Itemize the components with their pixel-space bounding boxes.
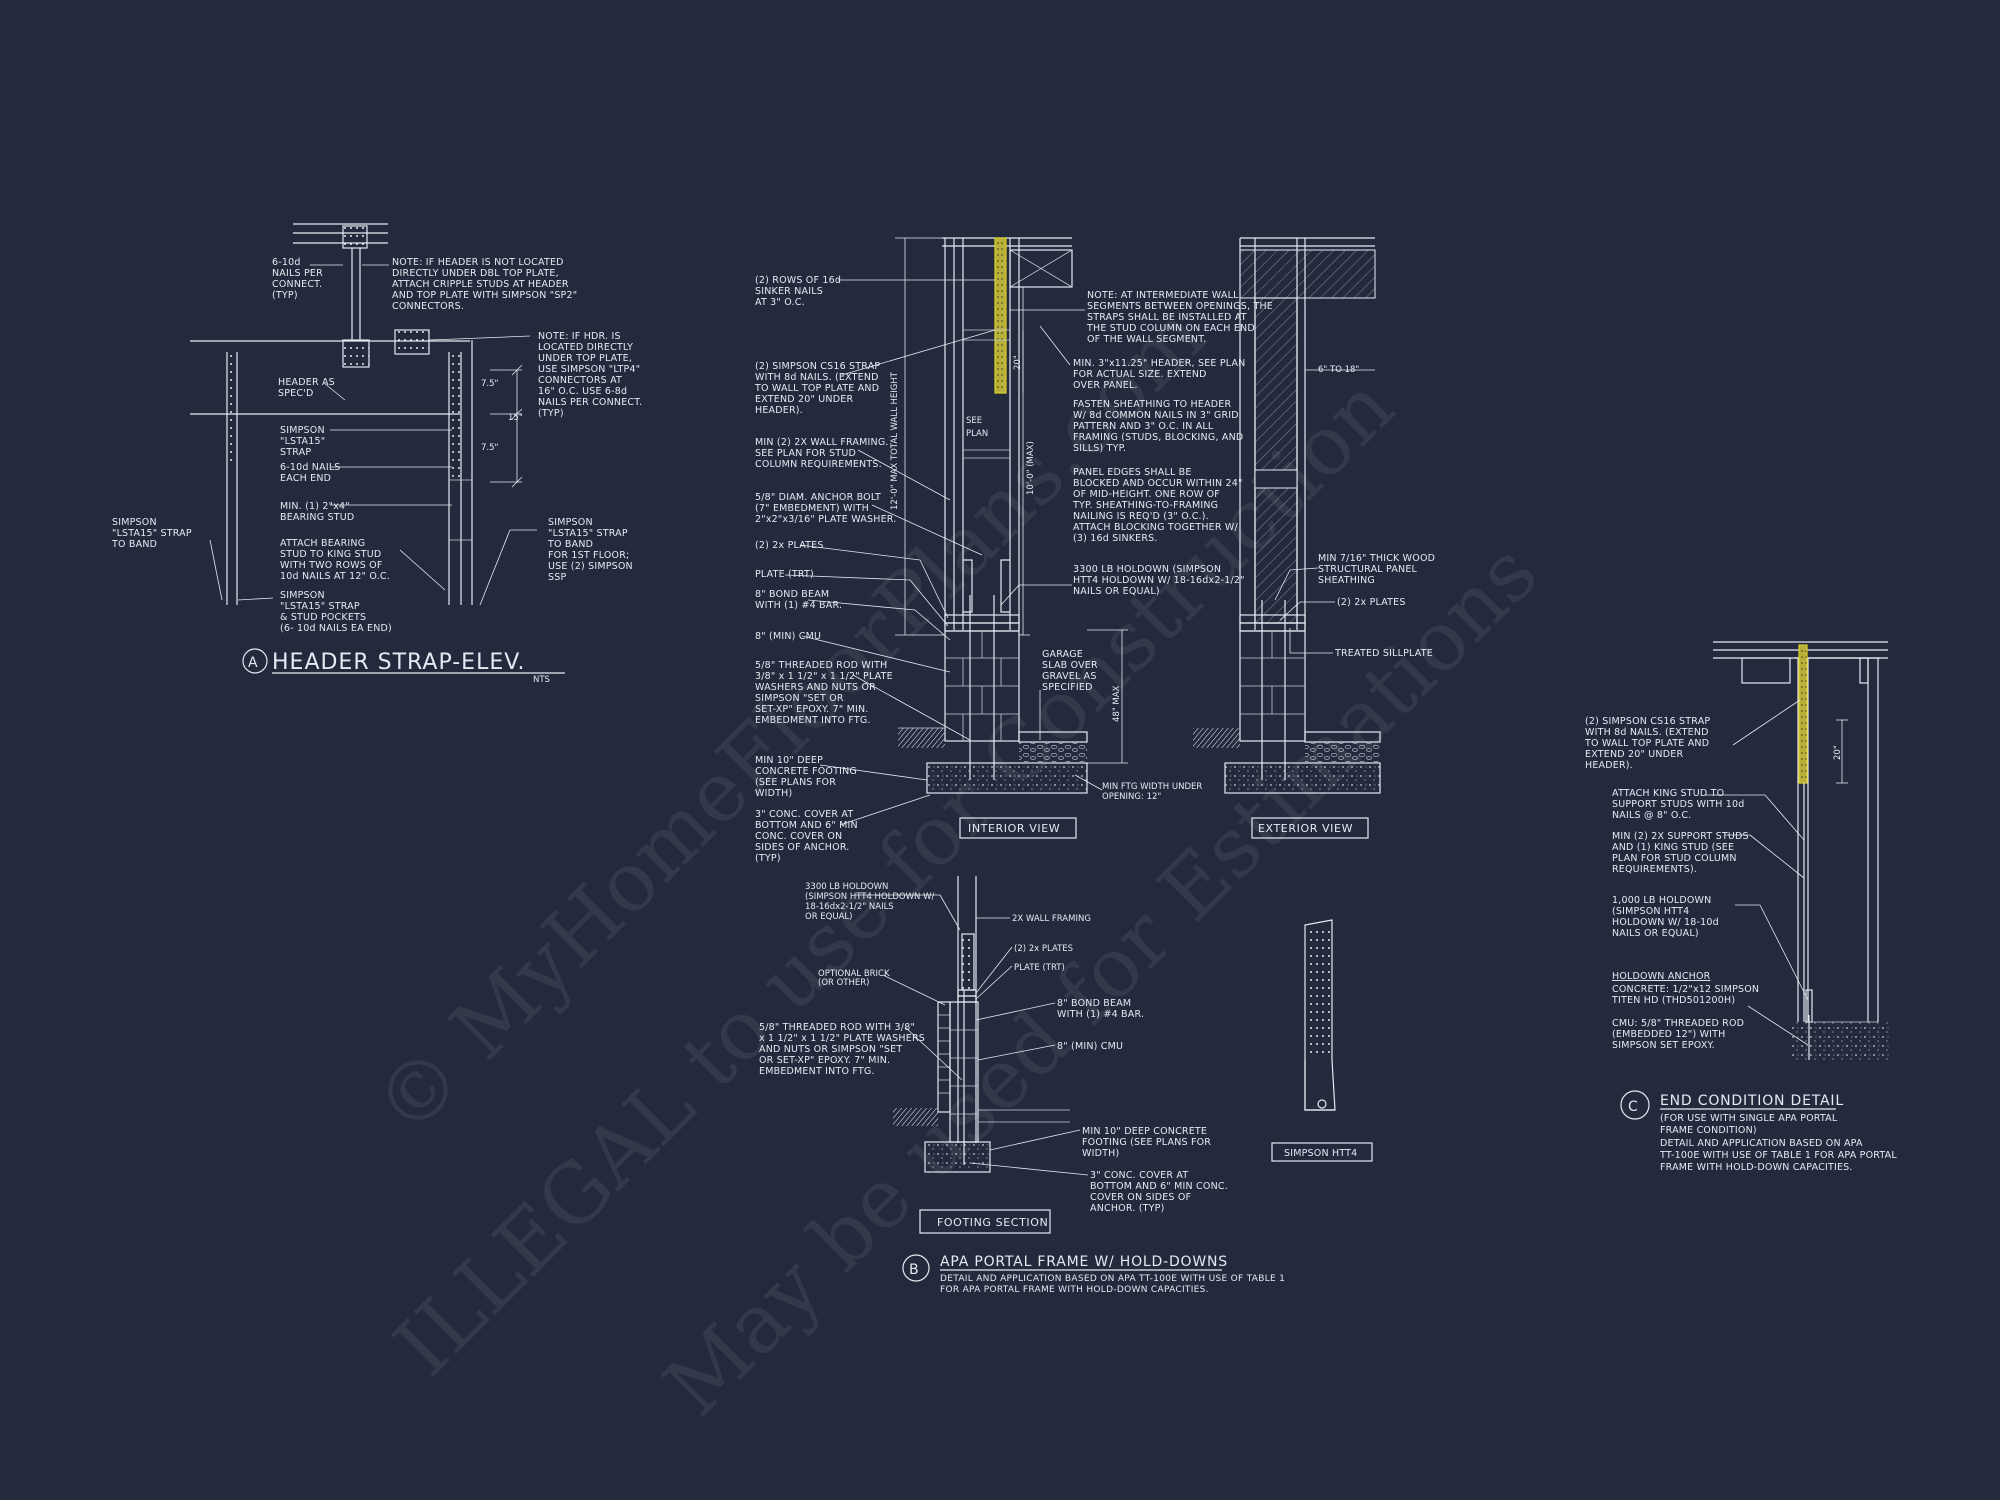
note-holdown-anchor-title: HOLDOWN ANCHOR [1612,971,1711,982]
note-2x-plates: (2) 2x PLATES [755,540,824,551]
note-treated-sillplate: TREATED SILLPLATE [1334,648,1433,659]
dim-15: 15" [508,413,523,423]
interior-view-drawing [784,237,1128,826]
footing-section-labels: 3300 LB HOLDOWN(SIMPSON HTT4 HOLDOWN W/1… [759,882,1228,1234]
exterior-view-label-box [1251,817,1369,839]
interior-view-label: INTERIOR VIEW [968,822,1060,835]
detail-b-title-block: B APA PORTAL FRAME W/ HOLD-DOWNS DETAIL … [902,1254,1285,1295]
label-bearing-stud: MIN. (1) 2"x4"BEARING STUD [280,501,354,523]
note-holdown-anchor-cmu: CMU: 5/8" THREADED ROD(EMBEDDED 12") WIT… [1612,1018,1744,1051]
dim-48-max: 48" MAX [1112,685,1122,722]
detail-b-marker: B [909,1262,919,1278]
exterior-view-label: EXTERIOR VIEW [1258,822,1353,835]
simpson-htt4-drawing: SIMPSON HTT4 [1271,919,1373,1162]
note-footing-framing: 2X WALL FRAMING [1012,914,1091,924]
simpson-htt4-label-box [1271,1142,1373,1162]
detail-c-title-block: C END CONDITION DETAIL (FOR USE WITH SIN… [1620,1090,1897,1173]
dim-20-end: 20" [1833,745,1843,760]
note-ext-plates: (2) 2x PLATES [1337,597,1406,608]
detail-c-title: END CONDITION DETAIL [1660,1093,1844,1109]
dim-7-5-bottom: 7.5" [481,443,499,453]
detail-a-title-block: A HEADER STRAP-ELEV. NTS [242,648,565,685]
detail-a-marker: A [248,655,258,671]
note-footing-rod: 5/8" THREADED ROD WITH 3/8"x 1 1/2" x 1 … [759,1022,925,1077]
detail-c-marker-circle [1620,1090,1650,1120]
dim-wall-height: 12'-0" MAX TOTAL WALL HEIGHT [890,371,900,510]
detail-a-scale: NTS [533,675,550,685]
note-footing-holdown: 3300 LB HOLDOWN(SIMPSON HTT4 HOLDOWN W/1… [805,882,934,922]
note-cmu: 8" (MIN) CMU [755,631,821,642]
dim-20-interior: 20" [1013,355,1023,370]
dim-7-5-top: 7.5" [481,379,499,389]
footing-section-label: FOOTING SECTION [937,1216,1048,1229]
simpson-htt4-label: SIMPSON HTT4 [1284,1148,1357,1159]
detail-c-marker: C [1628,1099,1639,1115]
note-wall-framing: MIN (2) 2X WALL FRAMING.SEE PLAN FOR STU… [755,437,889,470]
detail-c-drawing [1705,641,1890,1062]
label-lsta15-strap: SIMPSON"LSTA15"STRAP [280,425,325,458]
detail-a-marker-circle [242,648,268,674]
detail-b-marker-circle [902,1254,930,1282]
note-footing-cmu: 8" (MIN) CMU [1057,1041,1123,1052]
dim-10ft-max: 10'-0" (MAX) [1026,441,1036,495]
note-plate-trt: PLATE (TRT) [755,569,814,580]
cs16-strap [994,237,1007,394]
note-optional-brick: OPTIONAL BRICK(OR OTHER) [818,969,890,988]
interior-view-label-box [959,817,1077,839]
exterior-view-drawing [1193,237,1381,794]
note-footing-plate-trt: PLATE (TRT) [1014,963,1065,973]
footing-section-drawing [855,876,1089,1176]
footing-section-label-box [919,1209,1051,1234]
detail-a-title: HEADER STRAP-ELEV. [272,650,525,675]
note-anchor-bolt: 5/8" DIAM. ANCHOR BOLT(7" EMBEDMENT) WIT… [755,492,896,525]
dim-6-to-18: 6" TO 18" [1318,365,1359,375]
note-footing-plates: (2) 2x PLATES [1014,944,1073,954]
detail-b-subtitle: DETAIL AND APPLICATION BASED ON APA TT-1… [940,1274,1285,1295]
cs16-strap-end [1798,644,1808,784]
label-lsta15-pockets: SIMPSON"LSTA15" STRAP& STUD POCKETS(6- 1… [280,590,392,634]
detail-b-title: APA PORTAL FRAME W/ HOLD-DOWNS [940,1254,1228,1270]
detail-a-drawing [190,223,537,606]
